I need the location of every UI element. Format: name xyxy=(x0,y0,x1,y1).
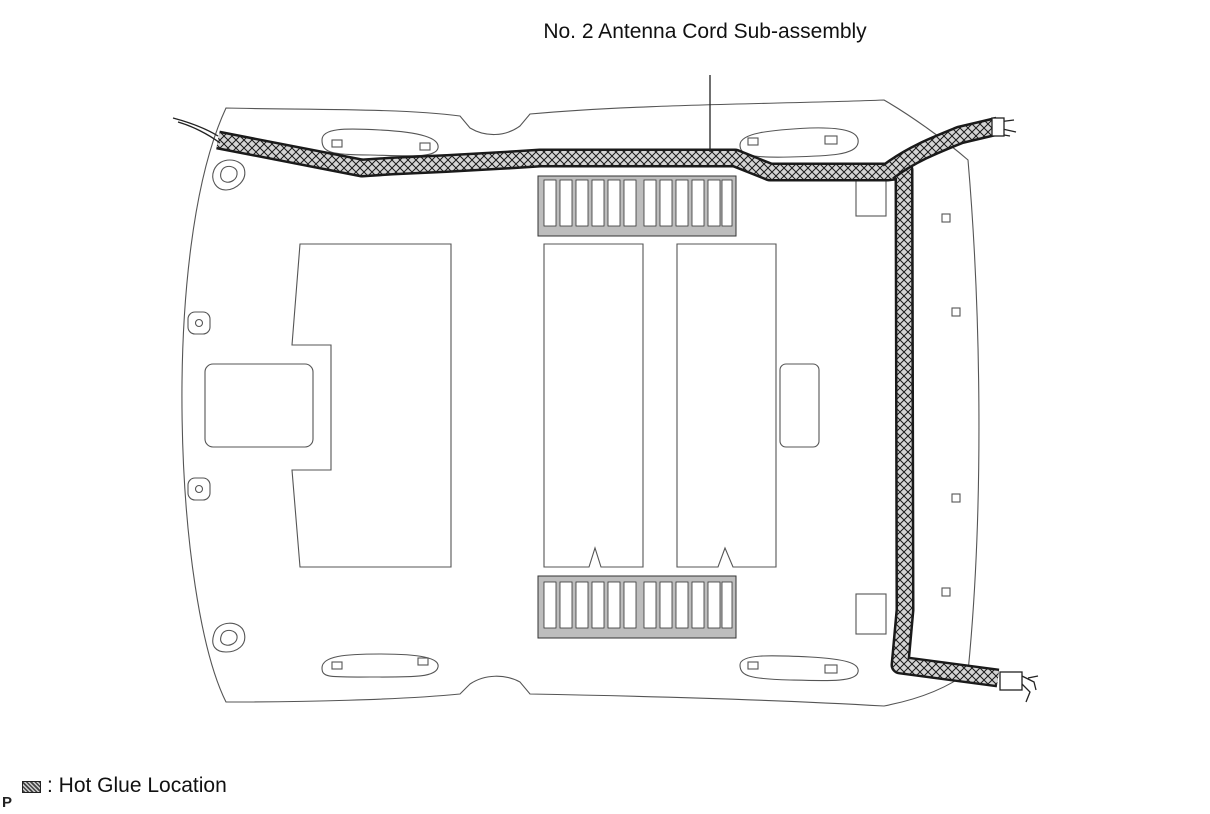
top-left-grip xyxy=(321,128,439,157)
left-side-clips xyxy=(187,159,246,653)
legend-label: : Hot Glue Location xyxy=(47,774,227,797)
hot-glue-swatch-icon xyxy=(22,781,41,793)
antenna-cord-callout: No. 2 Antenna Cord Sub-assembly xyxy=(543,20,867,43)
left-panel xyxy=(291,243,452,568)
cord-left-end xyxy=(172,117,221,144)
cord-lower-right-end xyxy=(999,671,1039,703)
bottom-glue-block xyxy=(537,575,737,639)
bottom-right-grip xyxy=(739,655,859,682)
right-opening xyxy=(779,363,820,448)
top-right-grip xyxy=(739,127,859,158)
center-panel-right xyxy=(676,243,777,568)
center-panel-left xyxy=(543,243,644,568)
top-glue-block xyxy=(537,175,737,237)
left-dome-light-opening xyxy=(204,363,314,448)
antenna-cord-branch-upper-fill xyxy=(883,119,1000,178)
right-side-clips xyxy=(855,179,961,635)
bottom-left-grip xyxy=(321,653,439,678)
cord-upper-right-end xyxy=(991,117,1017,137)
corner-mark: P xyxy=(2,794,13,811)
legend: : Hot Glue Location xyxy=(22,774,227,798)
